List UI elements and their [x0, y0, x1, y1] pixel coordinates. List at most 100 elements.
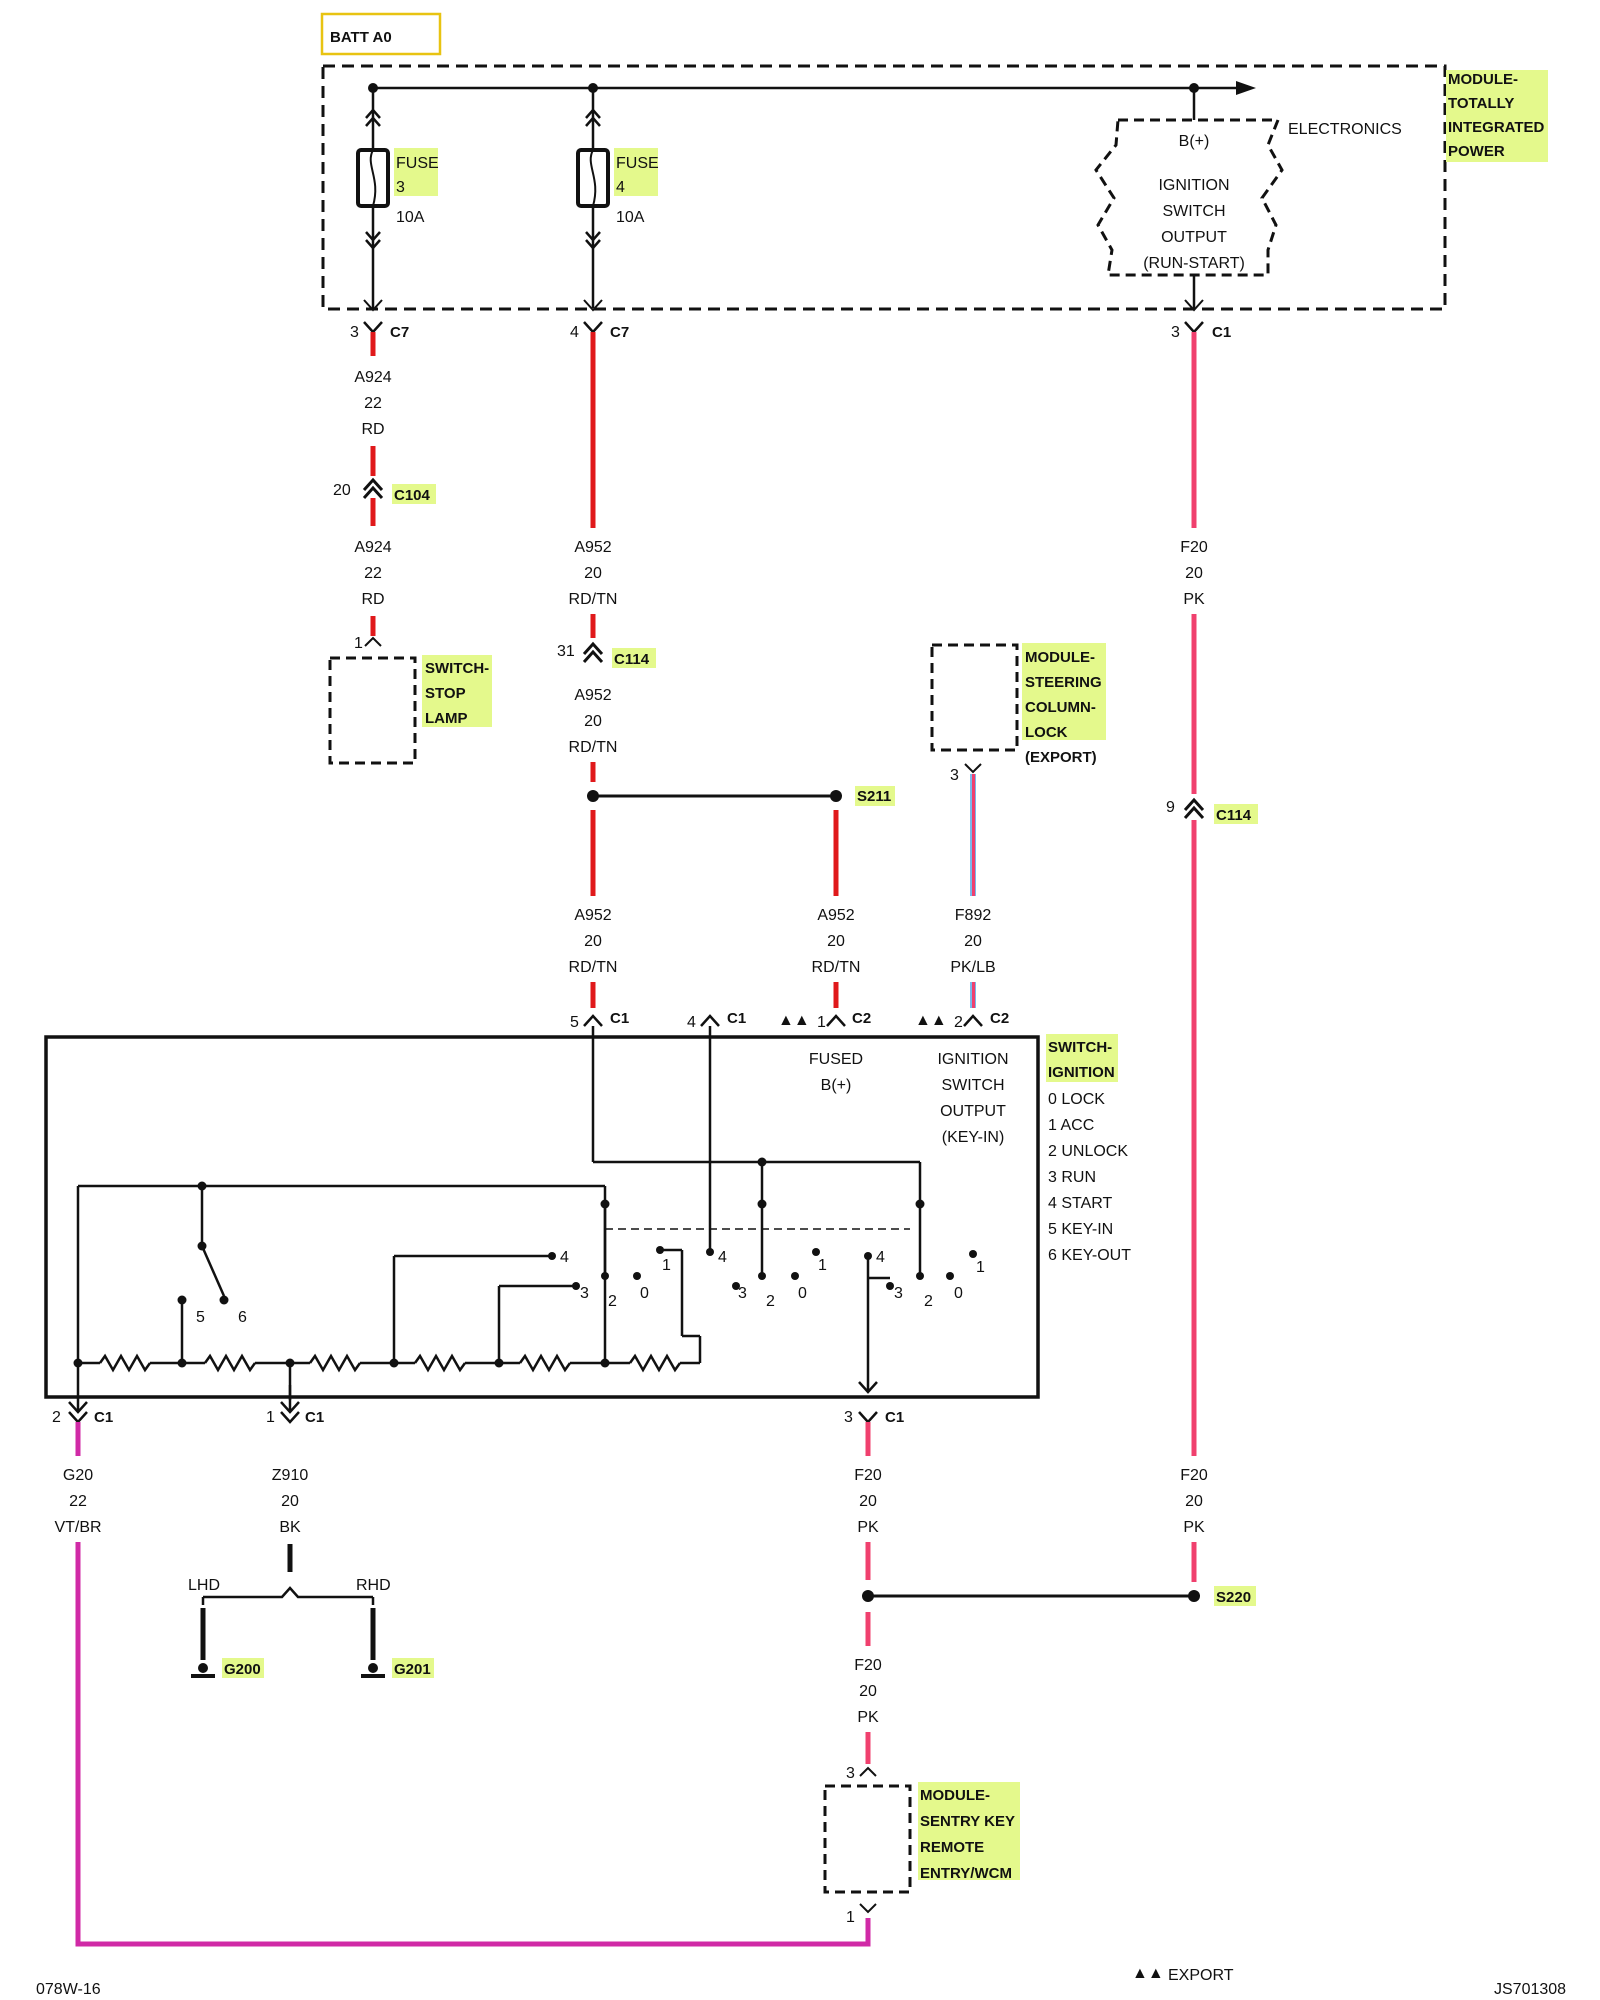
- svg-text:RD: RD: [361, 591, 384, 608]
- svg-text:C1: C1: [94, 1409, 113, 1426]
- svg-text:OUTPUT: OUTPUT: [1161, 229, 1227, 246]
- svg-text:F20: F20: [1180, 539, 1208, 556]
- svg-text:5: 5: [570, 1014, 579, 1031]
- batt-label: BATT A0: [320, 12, 442, 56]
- connector-ign-c1-pin1: 1 C1: [266, 1385, 324, 1426]
- svg-text:SWITCH: SWITCH: [1162, 203, 1225, 220]
- export-note: ▲▲ EXPORT: [1132, 1965, 1234, 1984]
- svg-text:20: 20: [333, 482, 351, 499]
- svg-text:SWITCH: SWITCH: [941, 1077, 1004, 1094]
- connector-c114-pin31: 31 C114: [557, 641, 656, 668]
- svg-text:20: 20: [281, 1493, 299, 1510]
- svg-text:4: 4: [616, 179, 625, 196]
- svg-text:IGNITION: IGNITION: [1048, 1064, 1115, 1081]
- svg-text:2: 2: [608, 1293, 617, 1310]
- svg-text:3 RUN: 3 RUN: [1048, 1169, 1096, 1186]
- svg-text:22: 22: [364, 395, 382, 412]
- svg-text:1: 1: [976, 1259, 985, 1276]
- svg-text:3: 3: [950, 767, 959, 784]
- svg-text:FUSE: FUSE: [396, 155, 439, 172]
- svg-text:1: 1: [354, 635, 363, 652]
- svg-text:PK/LB: PK/LB: [950, 959, 995, 976]
- svg-text:A924: A924: [354, 369, 391, 386]
- svg-text:C2: C2: [990, 1010, 1009, 1027]
- tipm-title: MODULE- TOTALLY INTEGRATED POWER: [1446, 70, 1548, 162]
- svg-text:B(+): B(+): [821, 1077, 852, 1094]
- svg-text:5: 5: [196, 1309, 205, 1326]
- svg-text:STEERING: STEERING: [1025, 674, 1102, 691]
- svg-text:6: 6: [238, 1309, 247, 1326]
- svg-text:4: 4: [570, 324, 579, 341]
- svg-text:LHD: LHD: [188, 1577, 220, 1594]
- svg-text:BATT A0: BATT A0: [330, 29, 392, 46]
- svg-text:IGNITION: IGNITION: [1158, 177, 1229, 194]
- svg-text:A952: A952: [574, 907, 611, 924]
- wire-a924: A924 22 RD A924 22 RD: [354, 332, 392, 636]
- svg-text:S220: S220: [1216, 1589, 1251, 1606]
- svg-text:RHD: RHD: [356, 1577, 391, 1594]
- wire-f20-lower: F20 20 PK F20 20 PK: [854, 1422, 882, 1764]
- svg-text:20: 20: [584, 565, 602, 582]
- svg-text:COLUMN-: COLUMN-: [1025, 699, 1096, 716]
- svg-text:SENTRY KEY: SENTRY KEY: [920, 1813, 1015, 1830]
- svg-text:A952: A952: [817, 907, 854, 924]
- svg-text:20: 20: [1185, 1493, 1203, 1510]
- svg-text:SWITCH-: SWITCH-: [1048, 1039, 1112, 1056]
- svg-text:▲▲: ▲▲: [1132, 1965, 1164, 1982]
- svg-text:2: 2: [924, 1293, 933, 1310]
- footer-left: 078W-16: [36, 1981, 101, 1998]
- svg-text:0: 0: [954, 1285, 963, 1302]
- svg-text:F20: F20: [1180, 1467, 1208, 1484]
- ignition-switch-legend: SWITCH- IGNITION 0 LOCK 1 ACC 2 UNLOCK 3…: [1046, 1034, 1131, 1264]
- footer-right: JS701308: [1494, 1981, 1566, 1998]
- svg-text:RD: RD: [361, 421, 384, 438]
- svg-text:BK: BK: [279, 1519, 301, 1536]
- connector-scl-pin3: 3: [950, 763, 982, 784]
- svg-text:F20: F20: [854, 1657, 882, 1674]
- svg-text:5 KEY-IN: 5 KEY-IN: [1048, 1221, 1113, 1238]
- svg-text:1: 1: [846, 1909, 855, 1926]
- svg-text:ENTRY/WCM: ENTRY/WCM: [920, 1865, 1012, 1882]
- svg-text:C114: C114: [1216, 807, 1252, 824]
- svg-text:C114: C114: [614, 651, 650, 668]
- svg-text:PK: PK: [857, 1519, 879, 1536]
- svg-text:2 UNLOCK: 2 UNLOCK: [1048, 1143, 1128, 1160]
- svg-text:6 KEY-OUT: 6 KEY-OUT: [1048, 1247, 1131, 1264]
- svg-text:Z910: Z910: [272, 1467, 309, 1484]
- svg-text:(EXPORT): (EXPORT): [1025, 749, 1097, 766]
- connector-ign-c1-pin3: 3 C1: [844, 1381, 904, 1426]
- ignition-switch-output-block: B(+) IGNITION SWITCH OUTPUT (RUN-START) …: [1094, 88, 1402, 312]
- svg-text:20: 20: [964, 933, 982, 950]
- svg-text:C7: C7: [390, 324, 409, 341]
- svg-text:▲▲: ▲▲: [778, 1012, 810, 1029]
- svg-text:S211: S211: [857, 788, 891, 805]
- svg-text:TOTALLY: TOTALLY: [1448, 95, 1514, 112]
- svg-text:C1: C1: [305, 1409, 324, 1426]
- svg-text:3: 3: [738, 1285, 747, 1302]
- svg-text:OUTPUT: OUTPUT: [940, 1103, 1006, 1120]
- svg-text:ELECTRONICS: ELECTRONICS: [1288, 121, 1402, 138]
- fuse-4: FUSE 4 10A: [576, 88, 659, 312]
- svg-text:31: 31: [557, 643, 575, 660]
- wire-g20: G20 22 VT/BR: [54, 1422, 871, 1947]
- svg-text:9: 9: [1166, 799, 1175, 816]
- svg-text:20: 20: [584, 933, 602, 950]
- ground-g200: G200: [191, 1658, 264, 1678]
- fuse-3: FUSE 3 10A: [356, 88, 439, 312]
- svg-text:C104: C104: [394, 487, 431, 504]
- svg-text:LOCK: LOCK: [1025, 724, 1068, 741]
- svg-text:3: 3: [396, 179, 405, 196]
- connector-ign-c1-pin2: 2 C1: [52, 1385, 113, 1426]
- svg-text:10A: 10A: [396, 209, 425, 226]
- svg-text:1: 1: [266, 1409, 275, 1426]
- svg-text:G20: G20: [63, 1467, 93, 1484]
- svg-text:3: 3: [1171, 324, 1180, 341]
- svg-text:G201: G201: [394, 1661, 431, 1678]
- svg-text:22: 22: [69, 1493, 87, 1510]
- wire-z910: Z910 20 BK LHD RHD: [188, 1467, 391, 1660]
- svg-text:0 LOCK: 0 LOCK: [1048, 1091, 1105, 1108]
- connector-ign-c2-pin2: ▲▲ 2 C2: [915, 1010, 1009, 1031]
- svg-text:3: 3: [350, 324, 359, 341]
- svg-text:SWITCH-: SWITCH-: [425, 660, 489, 677]
- connector-ign-c1-pin4: 4 C1: [687, 1010, 746, 1031]
